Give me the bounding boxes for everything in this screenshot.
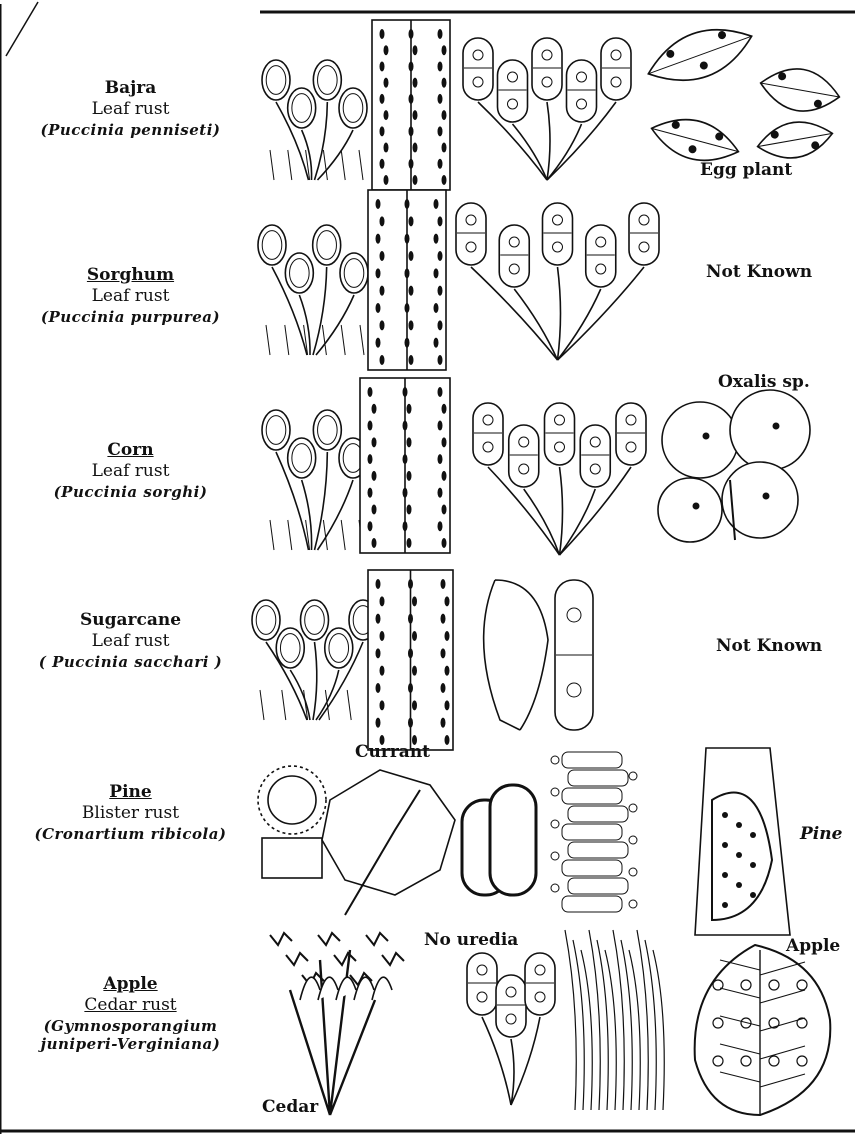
alternate-host-not-known-2: Not Known bbox=[716, 636, 822, 656]
alternate-host-apple: Apple bbox=[786, 936, 840, 956]
crop-name: Bajra bbox=[8, 78, 253, 99]
note-cedar: Cedar bbox=[262, 1097, 318, 1117]
currant-leaf-drawing bbox=[322, 770, 455, 915]
egg-plant-leaf-2 bbox=[757, 63, 843, 118]
row-label-pine: Pine Blister rust (Cronartium ribicola) bbox=[8, 782, 253, 843]
apple-leaf-drawing bbox=[695, 945, 831, 1115]
cedar-branch-drawing bbox=[270, 933, 404, 1115]
leaf-strip-drawing-bajra bbox=[372, 20, 450, 190]
alternate-host-pine: Pine bbox=[800, 824, 842, 844]
pathogen-name-line-1: (Gymnosporangium bbox=[8, 1017, 253, 1036]
crop-name: Corn bbox=[8, 440, 253, 461]
pathogen-name: ( Puccinia sacchari ) bbox=[8, 653, 253, 672]
pathogen-name: (Puccinia penniseti) bbox=[8, 121, 253, 140]
egg-plant-leaf-1 bbox=[641, 15, 760, 95]
oxalis-leaves-drawing bbox=[658, 390, 810, 542]
row-label-apple: Apple Cedar rust (Gymnosporangium junipe… bbox=[8, 974, 253, 1054]
teliospore-drawing-apple bbox=[467, 953, 555, 1105]
pathogen-name: (Cronartium ribicola) bbox=[8, 825, 253, 844]
row-label-sugarcane: Sugarcane Leaf rust ( Puccinia sacchari … bbox=[8, 610, 253, 671]
row-label-corn: Corn Leaf rust (Puccinia sorghi) bbox=[8, 440, 253, 501]
egg-plant-leaf-4 bbox=[755, 116, 836, 164]
pathogen-name: (Puccinia sorghi) bbox=[8, 483, 253, 502]
teliospore-drawing-sorghum bbox=[258, 225, 368, 355]
crop-name: Pine bbox=[8, 782, 253, 803]
aecial-horns-drawing-apple bbox=[565, 930, 664, 1110]
leaf-strip-drawing-sugarcane bbox=[368, 570, 453, 750]
disease-name: Leaf rust bbox=[8, 286, 253, 307]
row-label-bajra: Bajra Leaf rust (Puccinia penniseti) bbox=[8, 78, 253, 139]
specimen-drawings bbox=[252, 15, 843, 1115]
note-no-uredia: No uredia bbox=[424, 930, 518, 950]
aeciospore-drawing-pine bbox=[258, 766, 326, 878]
pine-bark-drawing bbox=[695, 748, 790, 935]
note-currant: Currant bbox=[355, 742, 430, 762]
pathogen-name-line-2: juniperi-Verginiana) bbox=[8, 1035, 253, 1054]
teliospore-drawing-corn bbox=[262, 410, 367, 550]
alternate-host-egg-plant: Egg plant bbox=[700, 160, 792, 180]
leaf-strip-drawing-corn bbox=[360, 378, 450, 553]
disease-name: Leaf rust bbox=[8, 631, 253, 652]
uredospore-drawing-bajra bbox=[463, 38, 631, 180]
crop-name: Apple bbox=[8, 974, 253, 995]
row-label-sorghum: Sorghum Leaf rust (Puccinia purpurea) bbox=[8, 265, 253, 326]
uredospore-drawing-sugarcane bbox=[484, 580, 593, 730]
alternate-host-oxalis: Oxalis sp. bbox=[718, 372, 810, 392]
alternate-host-not-known-1: Not Known bbox=[706, 262, 812, 282]
telial-column-drawing-pine bbox=[551, 752, 637, 912]
crop-name: Sugarcane bbox=[8, 610, 253, 631]
uredospore-drawing-sorghum bbox=[456, 203, 659, 360]
crop-name: Sorghum bbox=[8, 265, 253, 286]
leaf-strip-drawing-sorghum bbox=[368, 190, 446, 370]
disease-name: Blister rust bbox=[8, 803, 253, 824]
disease-name: Cedar rust bbox=[8, 995, 253, 1016]
disease-name: Leaf rust bbox=[8, 461, 253, 482]
teliospore-drawing-sugarcane bbox=[252, 600, 377, 720]
uredospore-drawing-corn bbox=[473, 403, 646, 555]
teliospore-drawing-bajra bbox=[262, 60, 367, 180]
teliospore-columns-drawing-pine bbox=[462, 785, 536, 895]
pathogen-name: (Puccinia purpurea) bbox=[8, 308, 253, 327]
disease-name: Leaf rust bbox=[8, 99, 253, 120]
